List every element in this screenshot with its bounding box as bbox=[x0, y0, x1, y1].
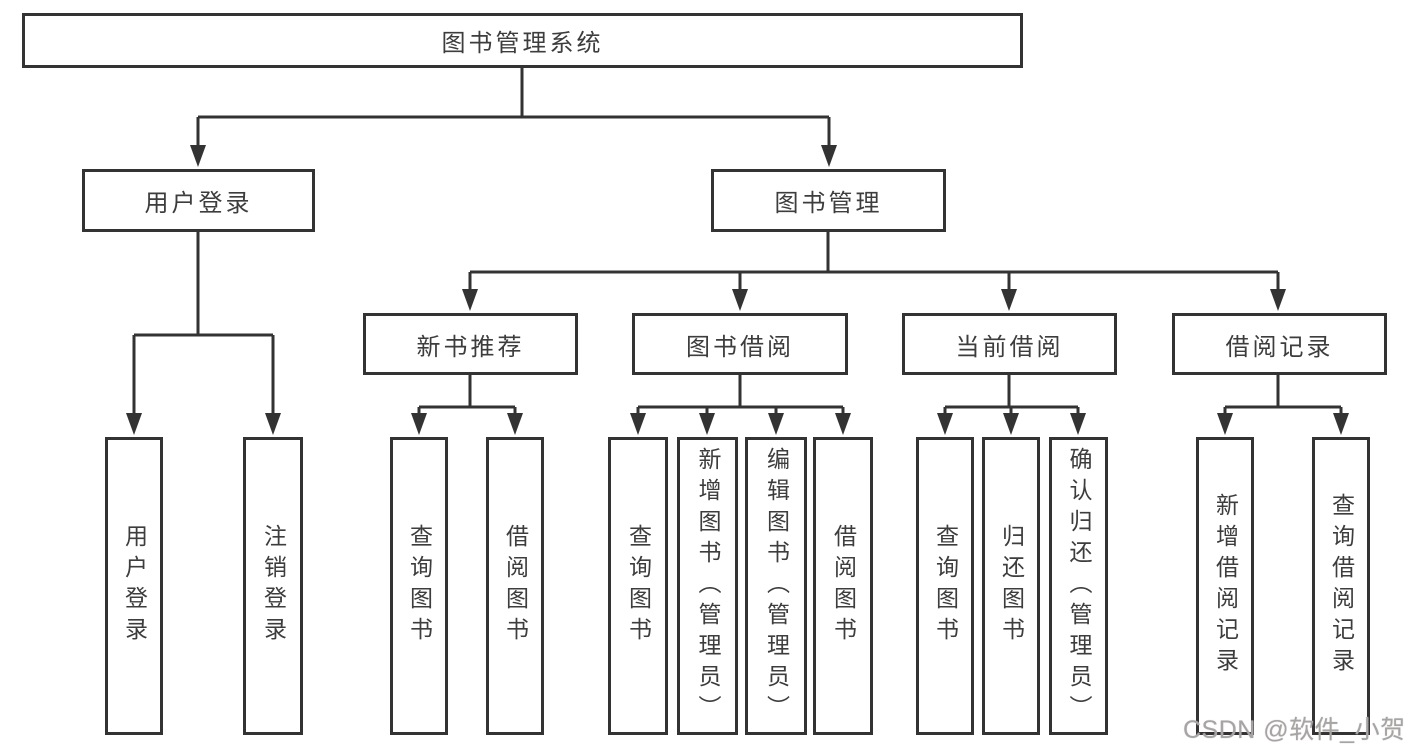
connector-book-borrow-to-leaves bbox=[630, 375, 851, 435]
node-label: 新增借阅记录 bbox=[1212, 493, 1239, 679]
connector-borrow-records-to-leaves bbox=[1217, 375, 1349, 435]
arrow-down-icon bbox=[462, 289, 478, 311]
leaf-add-borrow-record: 新增借阅记录 bbox=[1196, 437, 1254, 735]
node-label: 归还图书 bbox=[998, 524, 1025, 648]
leaf-query-borrow-record: 查询借阅记录 bbox=[1312, 437, 1370, 735]
node-label: 查询借阅记录 bbox=[1328, 493, 1355, 679]
arrow-down-icon bbox=[1001, 289, 1017, 311]
node-root-system: 图书管理系统 bbox=[22, 13, 1023, 68]
arrow-down-icon bbox=[265, 413, 281, 435]
node-label: 查询图书 bbox=[406, 524, 433, 648]
leaf-return-books: 归还图书 bbox=[982, 437, 1040, 735]
arrow-down-icon bbox=[768, 413, 784, 435]
arrow-down-icon bbox=[937, 413, 953, 435]
connector-book-mgmt-to-level3 bbox=[462, 232, 1286, 311]
leaf-query-books: 查询图书 bbox=[390, 437, 448, 735]
node-label: 图书管理 bbox=[774, 190, 883, 217]
node-label: 查询图书 bbox=[932, 524, 959, 648]
connector-new-book-to-leaves bbox=[411, 375, 523, 435]
leaf-add-books-admin: 新增图书︵管理员︶ bbox=[677, 437, 738, 735]
arrow-down-icon bbox=[1070, 413, 1086, 435]
node-label: 确认归还︵管理员︶ bbox=[1066, 446, 1092, 726]
node-label: 查询图书 bbox=[625, 524, 652, 648]
node-book-borrow: 图书借阅 bbox=[632, 313, 848, 375]
node-label: 图书借阅 bbox=[686, 333, 794, 361]
connector-current-borrow-to-leaves bbox=[937, 375, 1086, 435]
leaf-borrow-books: 借阅图书 bbox=[486, 437, 544, 735]
csdn-watermark: CSDN @软件_小贺同学 bbox=[1183, 716, 1405, 744]
leaf-query-books: 查询图书 bbox=[608, 437, 668, 735]
node-label: 编辑图书︵管理员︶ bbox=[763, 446, 790, 726]
arrow-down-icon bbox=[835, 413, 851, 435]
node-label: 借阅记录 bbox=[1225, 333, 1334, 361]
arrow-down-icon bbox=[1003, 413, 1019, 435]
node-label: 借阅图书 bbox=[502, 524, 529, 648]
node-label: 当前借阅 bbox=[955, 333, 1064, 361]
arrow-down-icon bbox=[411, 413, 427, 435]
leaf-user-login: 用户登录 bbox=[105, 437, 163, 735]
leaf-logout: 注销登录 bbox=[243, 437, 303, 735]
leaf-query-books: 查询图书 bbox=[916, 437, 974, 735]
node-label: 图书管理系统 bbox=[441, 30, 604, 57]
node-label: 注销登录 bbox=[260, 524, 287, 648]
arrow-down-icon bbox=[1217, 413, 1233, 435]
node-label: 用户登录 bbox=[144, 190, 253, 217]
leaf-confirm-return-admin: 确认归还︵管理员︶ bbox=[1049, 437, 1108, 735]
node-borrow-records: 借阅记录 bbox=[1172, 313, 1387, 375]
arrow-down-icon bbox=[699, 413, 715, 435]
connector-user-login-to-leaves bbox=[126, 232, 281, 435]
arrow-down-icon bbox=[190, 145, 206, 167]
arrow-down-icon bbox=[1270, 289, 1286, 311]
arrow-down-icon bbox=[630, 413, 646, 435]
arrow-down-icon bbox=[1333, 413, 1349, 435]
leaf-edit-books-admin: 编辑图书︵管理员︶ bbox=[745, 437, 807, 735]
arrow-down-icon bbox=[126, 413, 142, 435]
arrow-down-icon bbox=[507, 413, 523, 435]
node-label: 借阅图书 bbox=[830, 524, 857, 648]
node-new-book-recommend: 新书推荐 bbox=[363, 313, 578, 375]
leaf-borrow-books: 借阅图书 bbox=[813, 437, 873, 735]
arrow-down-icon bbox=[821, 145, 837, 167]
node-label: 新书推荐 bbox=[416, 333, 525, 361]
node-current-borrow: 当前借阅 bbox=[902, 313, 1117, 375]
connector-root-to-level2 bbox=[190, 68, 837, 167]
arrow-down-icon bbox=[732, 289, 748, 311]
node-label: 用户登录 bbox=[121, 524, 148, 648]
node-book-management-branch: 图书管理 bbox=[711, 169, 946, 232]
node-label: 新增图书︵管理员︶ bbox=[695, 446, 721, 726]
node-user-login-branch: 用户登录 bbox=[82, 169, 315, 232]
